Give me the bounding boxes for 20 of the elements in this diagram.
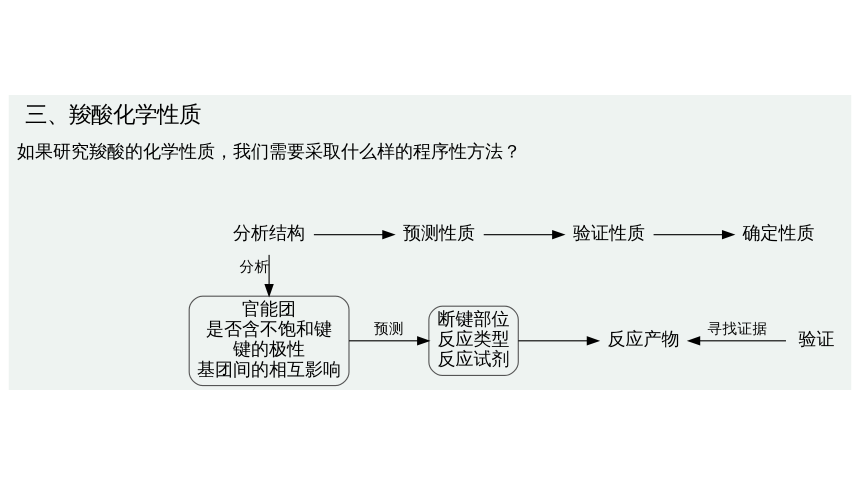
edge-label: 分析 bbox=[240, 258, 270, 275]
edge-label: 预测 bbox=[374, 320, 404, 337]
node-text: 确定性质 bbox=[742, 222, 815, 244]
arrow bbox=[314, 229, 396, 239]
label: 如果研究羧酸的化学性质，我们需要采取什么样的程序性方法？ bbox=[17, 140, 522, 162]
node-text: 验证性质 bbox=[572, 222, 645, 244]
diagram-title: 三、羧酸化学性质 bbox=[25, 101, 202, 128]
arrow bbox=[264, 254, 274, 297]
node-text: 验证 bbox=[798, 328, 835, 350]
arrow bbox=[686, 336, 786, 346]
node-box: 断键部位 反应类型 反应试剂 bbox=[428, 305, 519, 376]
arrow bbox=[518, 336, 600, 346]
edge-label: 寻找证据 bbox=[707, 320, 768, 337]
node-box: 官能团 是否含不饱和键 键的极性 基团间的相互影响 bbox=[188, 295, 350, 386]
node-text: 预测性质 bbox=[402, 222, 475, 244]
node-text: 分析结构 bbox=[233, 222, 306, 244]
arrow bbox=[484, 229, 566, 239]
node-text: 反应产物 bbox=[607, 328, 680, 350]
arrow bbox=[654, 229, 736, 239]
arrow bbox=[349, 336, 430, 346]
